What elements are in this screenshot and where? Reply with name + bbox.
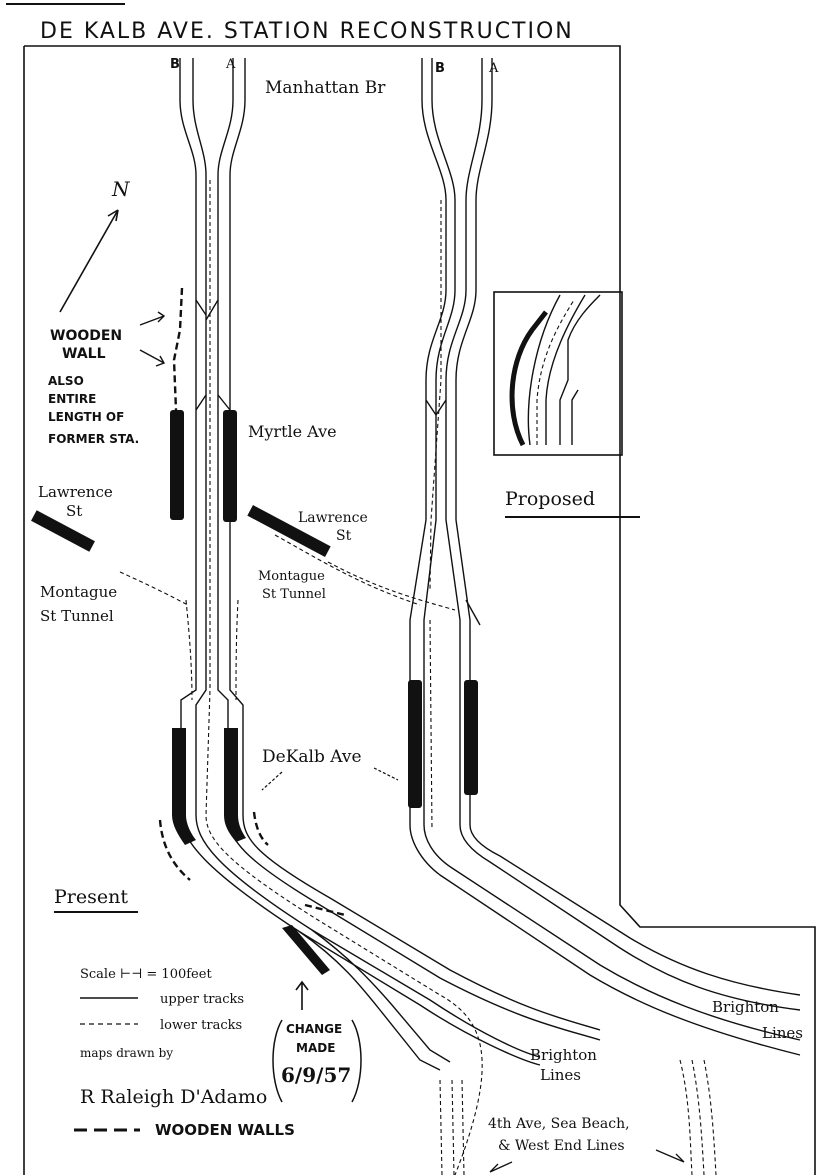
legend-upper-label: upper tracks <box>160 992 244 1007</box>
also-label-line2: ENTIRE <box>48 392 96 406</box>
lawrence-st-right-bar <box>247 505 331 557</box>
wooden-wall-label-line1: WOODEN <box>50 328 122 344</box>
proposed-tracks <box>327 58 801 1056</box>
proposed-label: Proposed <box>505 488 595 510</box>
lawrence-right-line1: Lawrence <box>298 510 368 526</box>
change-platform <box>282 925 330 975</box>
present-platforms <box>170 410 330 975</box>
track-letter-proposed-b: B <box>435 61 445 76</box>
lawrence-left-line1: Lawrence <box>38 483 113 501</box>
myrtle-ave-label: Myrtle Ave <box>248 422 337 441</box>
brighton-lines-1-line2: Lines <box>540 1066 581 1084</box>
proposed-dekalb-platform-west <box>408 680 422 808</box>
montague-left-line1: Montague <box>40 583 117 601</box>
present-wooden-walls <box>158 287 346 917</box>
dekalb-pointer-left <box>261 771 283 791</box>
lawrence-left-line2: St <box>66 502 82 520</box>
dekalb-pointer-right <box>373 767 399 781</box>
also-label-line4: FORMER STA. <box>48 432 139 446</box>
track-letter-present-a: A <box>225 57 236 72</box>
montague-right-line2: St Tunnel <box>262 587 326 602</box>
myrtle-platform-east <box>223 410 237 522</box>
dekalb-platform-east <box>224 728 246 842</box>
north-arrow: N <box>59 177 131 313</box>
change-note: CHANGE MADE 6/9/57 <box>272 980 362 1103</box>
north-label: N <box>111 177 131 201</box>
also-label-line1: ALSO <box>48 374 84 388</box>
present-tracks <box>119 58 601 1175</box>
track-letter-present-b: B <box>170 57 180 72</box>
map-frame <box>23 45 816 1175</box>
fourth-ave-tunnels <box>439 1059 717 1175</box>
legend-lower-label: lower tracks <box>160 1018 242 1033</box>
brighton-lines-1-line1: Brighton <box>530 1046 597 1064</box>
fourth-ave-line1: 4th Ave, Sea Beach, <box>488 1116 630 1132</box>
also-label-line3: LENGTH OF <box>48 410 124 424</box>
legend-drawn-by: maps drawn by <box>80 1046 173 1060</box>
brighton-lines-2-line1: Brighton <box>712 998 779 1016</box>
montague-right-line1: Montague <box>258 569 325 584</box>
change-note-line3: 6/9/57 <box>281 1063 351 1087</box>
map-title: DE KALB AVE. STATION RECONSTRUCTION <box>40 19 574 44</box>
legend: Scale ⊢⊣ = 100feet upper tracks lower tr… <box>74 967 295 1139</box>
legend-author: R Raleigh D'Adamo <box>80 1086 267 1108</box>
manhattan-bridge-label: Manhattan Br <box>265 78 386 98</box>
lawrence-st-left-bar <box>31 510 95 552</box>
proposed-inset <box>493 291 623 456</box>
fourth-ave-line2: & West End Lines <box>498 1138 625 1154</box>
legend-scale: Scale ⊢⊣ = 100feet <box>80 967 212 982</box>
present-label: Present <box>54 886 128 908</box>
brighton-lines-2-line2: Lines <box>762 1024 803 1042</box>
dekalb-ave-label: DeKalb Ave <box>262 747 362 767</box>
dekalb-platform-west <box>172 728 196 845</box>
montague-left-line2: St Tunnel <box>40 607 114 625</box>
wooden-wall-label-line2: WALL <box>62 346 106 362</box>
change-note-line2: MADE <box>296 1041 335 1055</box>
track-letter-proposed-a: A <box>488 61 499 76</box>
myrtle-platform-west <box>170 410 184 520</box>
change-note-line1: CHANGE <box>286 1022 342 1036</box>
lawrence-right-line2: St <box>336 528 352 544</box>
fourth-ave-arrows <box>489 1149 685 1173</box>
wooden-wall-arrows <box>139 311 166 367</box>
proposed-dekalb-platform-east <box>464 680 478 795</box>
legend-walls-label: WOODEN WALLS <box>155 1121 295 1139</box>
